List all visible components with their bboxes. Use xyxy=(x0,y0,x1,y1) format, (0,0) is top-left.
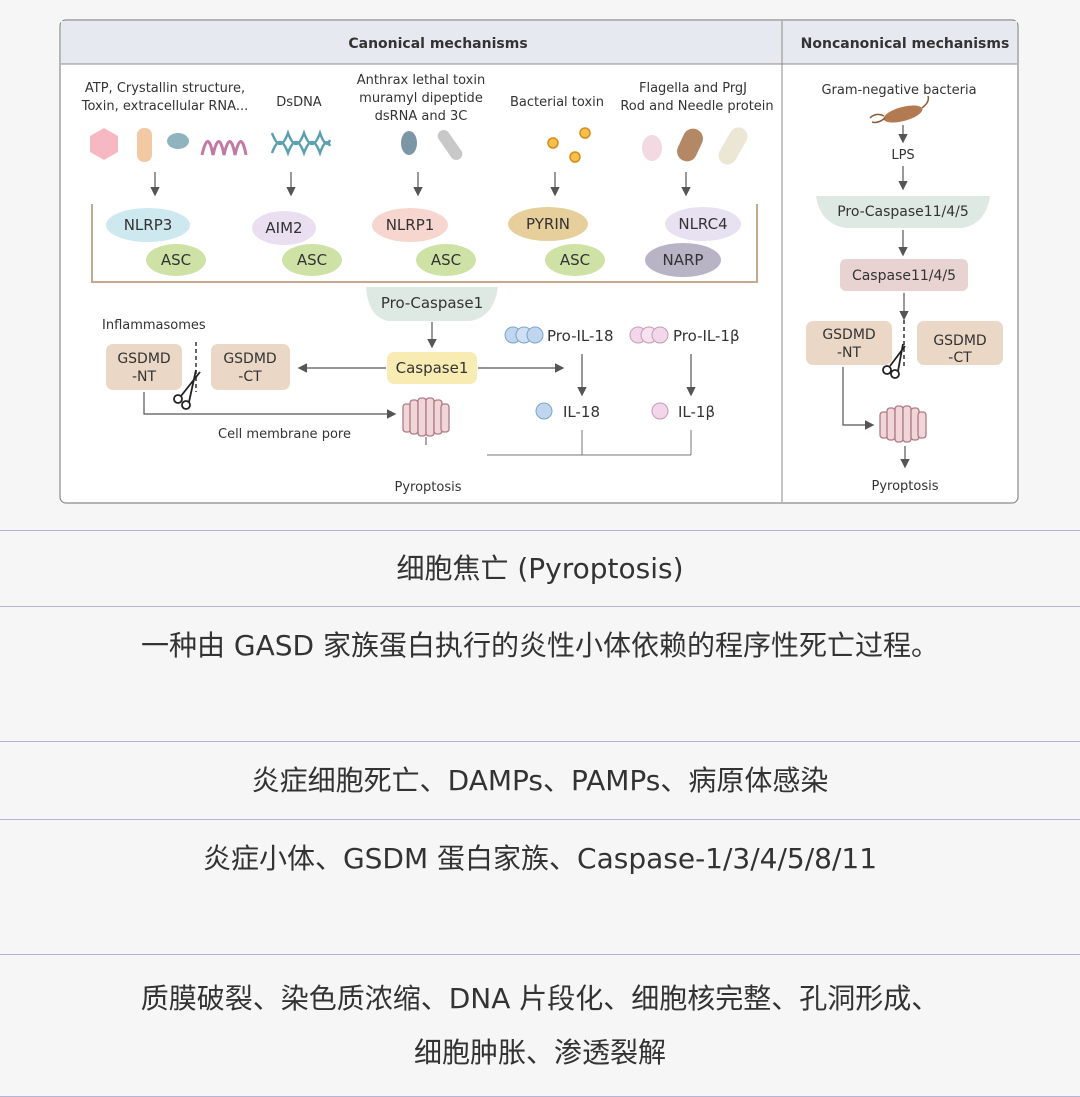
pyroptosis-label: Pyroptosis xyxy=(394,480,461,495)
il18-icon xyxy=(535,402,553,420)
triggers-row: 炎症细胞死亡、DAMPs、PAMPs、病原体感染 xyxy=(0,741,1080,820)
stimulus-label-5: Flagella and PrgJ Rod and Needle protein xyxy=(620,81,773,114)
svg-text:DsDNA: DsDNA xyxy=(276,95,322,110)
svg-text:dsRNA and 3C: dsRNA and 3C xyxy=(375,109,468,124)
header-canonical: Canonical mechanisms xyxy=(348,36,527,52)
caspase1-box xyxy=(387,352,477,384)
gsdmd-nt-box xyxy=(106,344,182,390)
inflammasomes-label: Inflammasomes xyxy=(102,318,206,333)
svg-text:muramyl dipeptide: muramyl dipeptide xyxy=(359,91,483,106)
svg-text:PYRIN: PYRIN xyxy=(526,215,570,233)
il1b-label: IL-1β xyxy=(678,403,715,421)
header-noncanonical: Noncanonical mechanisms xyxy=(801,36,1010,52)
hexagon-crystal-icon xyxy=(90,128,118,160)
features-row: 质膜破裂、染色质浓缩、DNA 片段化、细胞核完整、孔洞形成、 细胞肿胀、渗透裂解 xyxy=(0,954,1080,1097)
svg-text:Toxin, extracellular RNA...: Toxin, extracellular RNA... xyxy=(81,99,248,114)
definition-row: 一种由 GASD 家族蛋白执行的炎性小体依赖的程序性死亡过程。 xyxy=(0,606,1080,741)
stimulus-label-1: ATP, Crystallin structure, Toxin, extrac… xyxy=(81,81,248,114)
definition-text: 一种由 GASD 家族蛋白执行的炎性小体依赖的程序性死亡过程。 xyxy=(141,629,939,662)
caspase11-box xyxy=(840,259,968,291)
gsdmd-nt-line2: -NT xyxy=(132,369,157,385)
svg-text:AIM2: AIM2 xyxy=(265,219,302,237)
arrow-gsdmd-nt-to-pore-2 xyxy=(842,367,875,430)
gsdmd-nt-box-2 xyxy=(806,321,892,365)
features-line-2: 细胞肿胀、渗透裂解 xyxy=(413,1036,666,1069)
svg-text:Rod and Needle protein: Rod and Needle protein xyxy=(620,99,773,114)
pro-caspase1-shape xyxy=(366,287,498,321)
caspase11-label: Caspase11/4/5 xyxy=(852,268,956,284)
gsdmd-ct-line2: -CT xyxy=(238,369,262,385)
gsdmd-ct-2-line2: -CT xyxy=(948,350,972,366)
stimulus-label-3: Anthrax lethal toxin muramyl dipeptide d… xyxy=(357,73,485,124)
svg-text:ASC: ASC xyxy=(297,251,327,269)
il18-label: IL-18 xyxy=(563,403,600,421)
membrane-pore-icon xyxy=(402,397,450,437)
scissors-icon xyxy=(173,369,201,410)
membrane-pore-icon-2 xyxy=(879,405,927,443)
pro-il1b-icon xyxy=(629,326,669,344)
rna-wave-icon xyxy=(200,140,248,156)
gsdmd-ct-box xyxy=(211,344,290,390)
svg-text:Flagella and PrgJ: Flagella and PrgJ xyxy=(639,81,747,96)
needle-protein-icon xyxy=(718,127,748,165)
svg-text:ASC: ASC xyxy=(161,251,191,269)
pro-il18-label: Pro-IL-18 xyxy=(547,327,614,345)
gsdmd-nt-line1: GSDMD xyxy=(117,351,170,367)
sensor-nlrc4: NLRC4 NARP xyxy=(645,207,741,277)
pyroptosis-label-2: Pyroptosis xyxy=(871,479,938,494)
gsdmd-nt-2-line1: GSDMD xyxy=(822,327,875,343)
title-row: 细胞焦亡 (Pyroptosis) xyxy=(0,530,1080,607)
pro-caspase11-shape xyxy=(816,196,990,228)
il1b-icon xyxy=(651,402,669,420)
lps-label: LPS xyxy=(891,148,914,163)
sensor-nlrp1: NLRP1 ASC xyxy=(372,208,476,276)
term-title: 细胞焦亡 (Pyroptosis) xyxy=(396,552,684,585)
pro-caspase1-label: Pro-Caspase1 xyxy=(381,294,483,312)
bacterium-icon xyxy=(869,95,930,124)
sensor-nlrp3: NLRP3 ASC xyxy=(106,208,206,276)
svg-text:NLRC4: NLRC4 xyxy=(678,215,727,233)
stimulus-label-4: Bacterial toxin xyxy=(510,95,604,110)
dna-helix-icon xyxy=(270,129,332,157)
pro-il1b-label: Pro-IL-1β xyxy=(673,327,740,345)
arrow-gsdmd-nt-to-pore xyxy=(143,392,397,419)
header-bar xyxy=(61,21,1017,64)
stimulus-label-2: DsDNA xyxy=(276,95,322,110)
gsdmd-nt-2-line2: -NT xyxy=(837,345,862,361)
svg-text:ATP, Crystallin structure,: ATP, Crystallin structure, xyxy=(85,81,245,96)
pro-il18-icon xyxy=(504,326,544,344)
gram-negative-label: Gram-negative bacteria xyxy=(821,83,976,98)
svg-text:Anthrax lethal toxin: Anthrax lethal toxin xyxy=(357,73,485,88)
bead-icon xyxy=(167,133,189,149)
features-line-1: 质膜破裂、染色质浓缩、DNA 片段化、细胞核完整、孔洞形成、 xyxy=(140,982,940,1015)
cell-membrane-pore-label: Cell membrane pore xyxy=(218,427,351,442)
triggers-text: 炎症细胞死亡、DAMPs、PAMPs、病原体感染 xyxy=(251,764,829,797)
gsdmd-ct-box-2 xyxy=(917,321,1003,365)
rod-protein-icon xyxy=(677,128,703,162)
flagella-icon xyxy=(642,135,662,161)
il-release-connector xyxy=(487,430,692,456)
svg-text:NARP: NARP xyxy=(663,251,704,269)
svg-text:NLRP3: NLRP3 xyxy=(124,216,173,234)
inflammasome-bracket xyxy=(91,204,758,283)
gsdmd-ct-2-line1: GSDMD xyxy=(933,333,986,349)
sensor-aim2: AIM2 ASC xyxy=(252,211,342,276)
molecules-row: 炎症小体、GSDM 蛋白家族、Caspase-1/3/4/5/8/11 xyxy=(0,819,1080,954)
scissors-icon-2 xyxy=(882,343,906,379)
svg-text:ASC: ASC xyxy=(431,251,461,269)
gsdmd-ct-line1: GSDMD xyxy=(223,351,276,367)
molecules-text: 炎症小体、GSDM 蛋白家族、Caspase-1/3/4/5/8/11 xyxy=(202,842,878,875)
dipeptide-bead-icon xyxy=(401,131,417,155)
pro-caspase11-label: Pro-Caspase11/4/5 xyxy=(837,204,969,220)
svg-text:Bacterial toxin: Bacterial toxin xyxy=(510,95,604,110)
svg-text:NLRP1: NLRP1 xyxy=(386,216,435,234)
svg-text:ASC: ASC xyxy=(560,251,590,269)
bacterial-toxin-dots-icon xyxy=(547,127,591,163)
rod-toxin-icon xyxy=(437,129,463,161)
caspase1-label: Caspase1 xyxy=(396,359,469,377)
capsule-toxin-icon xyxy=(137,128,152,162)
pyroptosis-pathway-diagram: Canonical mechanisms Noncanonical mechan… xyxy=(59,19,1019,504)
sensor-pyrin: PYRIN ASC xyxy=(508,207,605,276)
